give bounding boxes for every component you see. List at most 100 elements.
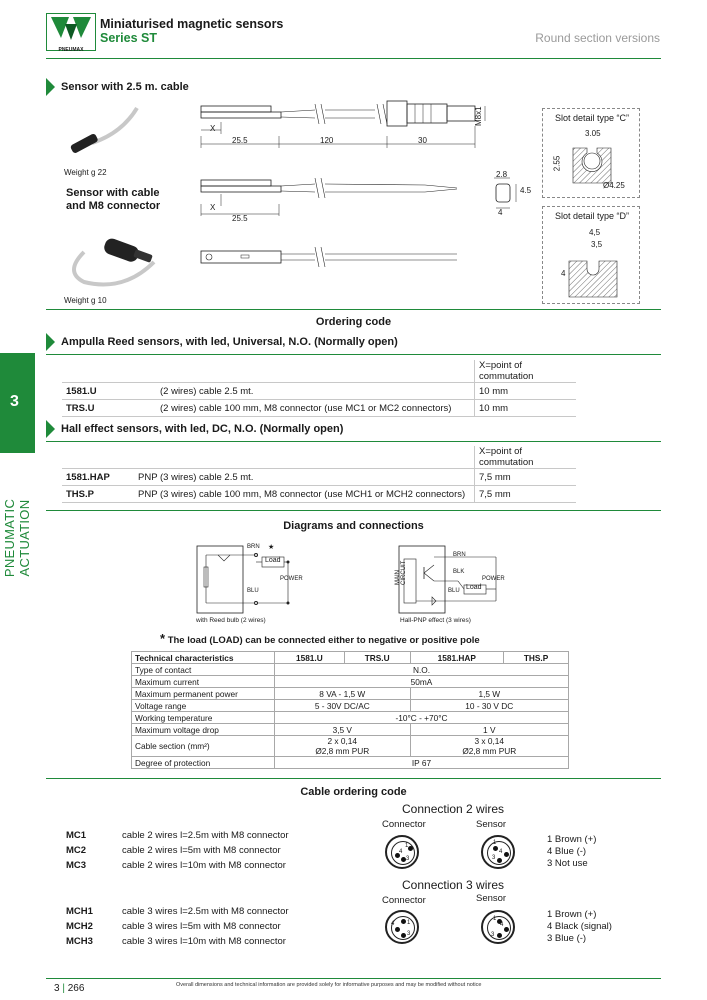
- reed-star: ★: [268, 544, 275, 551]
- sensor-3-pin-icon: 1 4 3: [481, 910, 515, 944]
- section-heading-sensor-25: Sensor with 2.5 m. cable: [61, 81, 189, 93]
- slot-c-title: Slot detail type “C”: [555, 113, 630, 123]
- hall-desc: PNP (3 wires) cable 100 mm, M8 connector…: [134, 485, 475, 503]
- hall-brn: BRN: [453, 552, 466, 558]
- dim-m8: M8x1: [474, 106, 483, 126]
- load-note: * The load (LOAD) can be connected eithe…: [160, 631, 480, 646]
- hall-blk: BLK: [453, 569, 465, 575]
- dim-4-5: 4.5: [520, 186, 532, 195]
- pin-number: 3: [492, 855, 496, 861]
- footer-disclaimer: Overall dimensions and technical informa…: [176, 982, 482, 988]
- hall-power: POWER: [482, 576, 505, 582]
- pin-number: 1: [407, 920, 411, 926]
- tech-value: N.O.: [274, 663, 569, 676]
- list-item: MC1 cable 2 wires l=2.5m with M8 connecto…: [66, 830, 289, 841]
- reed-desc: (2 wires) cable 2.5 mt.: [156, 382, 475, 400]
- reed-x-header: X=point of commutation: [474, 360, 576, 383]
- conn2-sensor-label: Sensor: [476, 819, 507, 830]
- footer-page-number: 266: [67, 983, 85, 994]
- pin-number: 4: [499, 849, 503, 855]
- technical-table: Technical characteristics 1581.U TRS.U 1…: [131, 651, 570, 769]
- tech-header: 1581.HAP: [409, 651, 505, 664]
- load-note-text: The load (LOAD) can be connected either …: [167, 635, 480, 646]
- tech-label: Working temperature: [131, 711, 275, 724]
- tech-label: Voltage range: [131, 699, 275, 712]
- slot-c-drawing: [572, 147, 612, 184]
- tech-label: Maximum voltage drop: [131, 723, 275, 736]
- conn3-sensor-label: Sensor: [476, 893, 507, 904]
- tech-value: 5 - 30V DC/AC: [274, 699, 411, 712]
- section-heading-sensor-m8-1: Sensor with cable: [66, 187, 160, 199]
- pin-number: 3: [491, 932, 495, 938]
- slot-c-h: 2.55: [552, 155, 562, 172]
- reed-x: 10 mm: [474, 382, 576, 400]
- section-marker-icon: [46, 420, 55, 438]
- hall-code: THS.P: [62, 485, 134, 503]
- tech-label: Maximum permanent power: [131, 687, 275, 700]
- tech-value: 8 VA - 1,5 W: [274, 687, 411, 700]
- cable-code: MC1: [66, 830, 87, 841]
- conn3-connector-label: Connector: [382, 895, 426, 906]
- conn2-connector-label: Connector: [382, 819, 426, 830]
- chapter-tab: 3: [0, 353, 35, 453]
- reed-desc: (2 wires) cable 100 mm, M8 connector (us…: [156, 399, 475, 417]
- cable-desc: cable 2 wires l=5m with M8 connector: [122, 845, 281, 856]
- legend-item: 1 Brown (+): [547, 909, 597, 920]
- pin-number: 1: [405, 843, 409, 849]
- cable-code: MCH3: [66, 936, 93, 947]
- section-heading-reed: Ampulla Reed sensors, with led, Universa…: [61, 336, 398, 348]
- divider-diagrams: [46, 510, 661, 511]
- dim-x-2: X: [210, 203, 216, 212]
- ordering-title: Ordering code: [315, 316, 392, 328]
- legend-item: 3 Not use: [547, 858, 588, 869]
- section-label: Round section versions: [535, 31, 660, 45]
- footer-divider: [46, 978, 661, 979]
- page-subtitle: Series ST: [100, 31, 157, 45]
- dim-4: 4: [498, 208, 503, 217]
- logo: PNEUMAX: [46, 13, 96, 53]
- diagrams-title: Diagrams and connections: [283, 520, 424, 532]
- tech-label: Degree of protection: [131, 756, 275, 769]
- tech-header: TRS.U: [343, 651, 411, 664]
- reed-code: 1581.U: [62, 382, 156, 400]
- table-row: 1581.U(2 wires) cable 2.5 mt.10 mm: [62, 382, 576, 400]
- dim-30: 30: [418, 136, 427, 145]
- dim-25-5-2: 25.5: [232, 214, 248, 223]
- divider-ordering: [46, 309, 661, 310]
- weight-sensor-25: Weight g 22: [64, 168, 107, 177]
- tech-header: THS.P: [503, 651, 569, 664]
- pin-number: 3: [407, 931, 411, 937]
- reed-power: POWER: [280, 576, 303, 582]
- pin-number: 1: [493, 916, 497, 922]
- conn2-title: Connection 2 wires: [402, 802, 505, 816]
- slot-d-w1: 4,5: [589, 228, 601, 237]
- cable-desc: cable 2 wires l=2.5m with M8 connector: [122, 830, 289, 841]
- reed-x: 10 mm: [474, 399, 576, 417]
- tech-label: Type of contact: [131, 663, 275, 676]
- sensor-2-pin-icon: 1 4 3: [481, 835, 515, 869]
- tech-header: 1581.U: [274, 651, 345, 664]
- cable-title: Cable ordering code: [300, 786, 407, 798]
- tech-label: Maximum current: [131, 675, 275, 688]
- tech-value: 10 - 30 V DC: [409, 699, 570, 712]
- reed-table: X=point of commutation 1581.U(2 wires) c…: [62, 360, 576, 417]
- logo-mark-icon: [47, 14, 95, 42]
- hall-diagram: [398, 545, 497, 614]
- drawing-sensor-25: [200, 100, 486, 148]
- tech-value: -10°C - +70°C: [274, 711, 569, 724]
- connector-2-pin-icon: 1 4 3: [385, 835, 419, 869]
- section-marker-icon: [46, 78, 55, 96]
- cable-desc: cable 3 wires l=2.5m with M8 connector: [122, 906, 289, 917]
- slot-d-title: Slot detail type “D”: [555, 211, 630, 221]
- slot-c-d: Ø4.25: [603, 181, 625, 190]
